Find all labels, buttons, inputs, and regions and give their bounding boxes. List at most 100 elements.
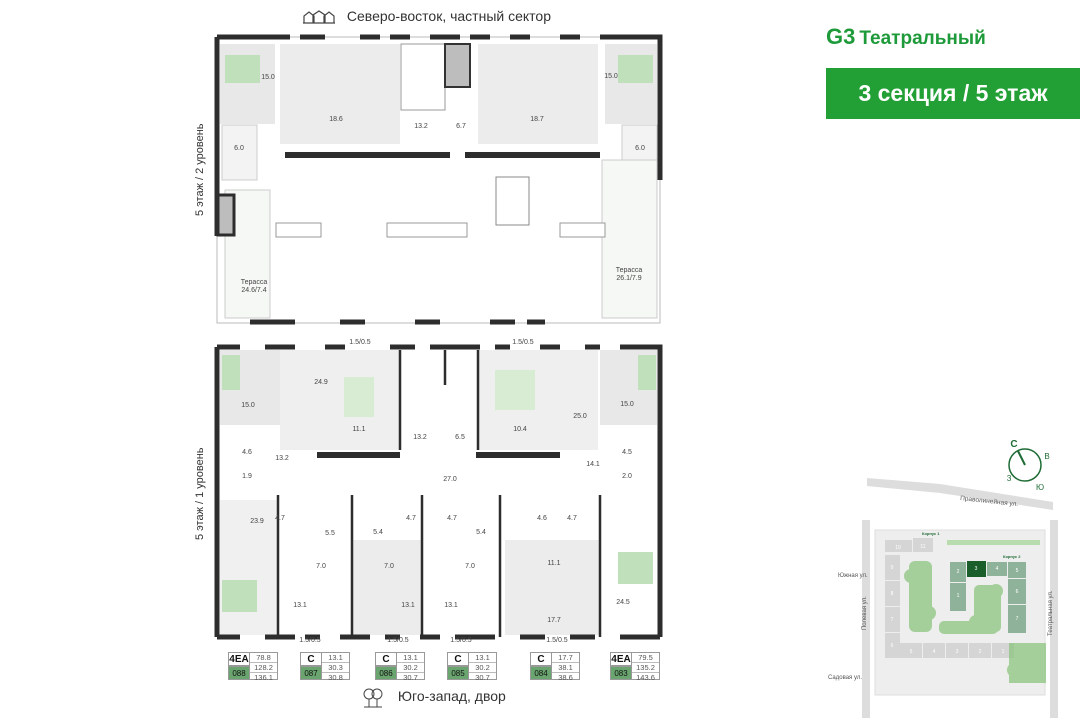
room-area: 4.6 [537, 515, 547, 522]
svg-text:4: 4 [933, 649, 936, 655]
room-area: 1.9 [242, 473, 252, 480]
room-area: 15.0 [241, 402, 255, 409]
room-area: 7.0 [465, 563, 475, 570]
svg-text:С: С [1010, 439, 1017, 450]
svg-text:7: 7 [1016, 616, 1019, 622]
terrace-name: Терасса [616, 267, 643, 274]
room-area: 4.7 [447, 515, 457, 522]
svg-text:Садовая ул.: Садовая ул. [828, 675, 862, 681]
balcony-area: 1.5/0.5 [546, 637, 568, 644]
svg-text:3: 3 [975, 566, 978, 572]
north-orientation: Северо-восток, частный сектор [303, 8, 551, 24]
svg-text:2: 2 [957, 569, 960, 575]
svg-text:3: 3 [956, 649, 959, 655]
room-area: 18.7 [530, 116, 544, 123]
south-label: Юго-запад, двор [397, 687, 506, 704]
apartment-type: С [447, 652, 469, 666]
room-area: 27.0 [443, 476, 457, 483]
svg-text:Театральная ул.: Театральная ул. [1048, 590, 1054, 636]
level-label-upper: 5 этаж / 2 уровень [194, 123, 206, 216]
room-area: 25.0 [573, 413, 587, 420]
svg-text:Корпус 1: Корпус 1 [922, 531, 940, 536]
room-area: 13.2 [413, 434, 427, 441]
room-area: 6.0 [635, 145, 645, 152]
room-area: 5.4 [373, 529, 383, 536]
svg-text:Южная ул.: Южная ул. [838, 573, 868, 579]
room-area: 15.0 [620, 401, 634, 408]
svg-text:Праволинейная ул.: Праволинейная ул. [960, 494, 1019, 508]
room-area: 6.0 [234, 145, 244, 152]
north-label: Северо-восток, частный сектор [346, 8, 551, 24]
room-area: 10.4 [513, 426, 527, 433]
balcony-area: 1.5/0.5 [299, 637, 321, 644]
svg-text:5: 5 [1016, 568, 1019, 574]
terrace-area: 24.6/7.4 [241, 287, 266, 294]
svg-text:7: 7 [891, 617, 894, 623]
section-floor-banner: 3 секция / 5 этаж [826, 68, 1080, 119]
svg-text:8: 8 [891, 591, 894, 597]
room-area: 13.2 [275, 455, 289, 462]
svg-text:4: 4 [996, 566, 999, 572]
room-area: 13.2 [414, 123, 428, 130]
svg-text:Корпус 2: Корпус 2 [1003, 554, 1021, 559]
south-orientation: Юго-запад, двор [362, 686, 506, 708]
house-icon [303, 10, 335, 24]
room-area: 7.0 [316, 563, 326, 570]
room-area: 24.9 [314, 379, 328, 386]
svg-text:10: 10 [895, 545, 901, 551]
svg-text:6: 6 [1016, 589, 1019, 595]
svg-text:Ю: Ю [1036, 483, 1044, 492]
room-area: 7.0 [384, 563, 394, 570]
balcony-area: 1.5/0.5 [512, 339, 534, 346]
terrace-area: 26.1/7.9 [616, 275, 641, 282]
room-area: 15.0 [604, 73, 618, 80]
room-area: 5.4 [476, 529, 486, 536]
room-area: 11.1 [547, 560, 560, 567]
room-area: 17.7 [547, 617, 561, 624]
balcony-area: 1.5/0.5 [450, 637, 472, 644]
room-area: 4.7 [406, 515, 416, 522]
svg-text:1: 1 [957, 593, 960, 599]
room-area: 15.0 [261, 74, 275, 81]
svg-text:6: 6 [891, 643, 894, 649]
apartment-number: 088 [228, 666, 250, 680]
svg-text:2: 2 [979, 649, 982, 655]
room-area: 6.7 [456, 123, 466, 130]
apartment-number: 085 [447, 666, 469, 680]
svg-text:9: 9 [891, 565, 894, 571]
balcony-area: 1.5/0.5 [387, 637, 409, 644]
apartment-type: 4ЕА [610, 652, 632, 666]
room-area: 2.0 [622, 473, 632, 480]
room-area: 13.1 [401, 602, 415, 609]
balcony-area: 1.5/0.5 [349, 339, 371, 346]
room-area: 18.6 [329, 116, 343, 123]
room-area: 13.1 [293, 602, 307, 609]
lower-level-plan: 24.9 15.0 11.1 13.2 6.5 10.4 25.0 15.0 4… [214, 339, 663, 644]
apartment-number: 087 [300, 666, 322, 680]
terrace-name: Терасса [241, 279, 268, 286]
apartment-type: С [375, 652, 397, 666]
apartment-number: 086 [375, 666, 397, 680]
svg-text:Полевая ул.: Полевая ул. [862, 596, 868, 630]
room-area: 13.1 [444, 602, 458, 609]
svg-text:З: З [1007, 474, 1012, 483]
apartment-type: 4ЕА [228, 652, 250, 666]
apartment-type: С [300, 652, 322, 666]
room-area: 4.6 [242, 449, 252, 456]
apartment-number: 083 [610, 666, 632, 680]
svg-text:1: 1 [1002, 649, 1005, 655]
upper-level-plan: 15.0 18.6 13.2 6.7 18.7 15.0 6.0 6.0 Тер… [214, 34, 663, 325]
site-map: С В Ю З Праволинейная ул. Корпус 1 Корпу… [828, 439, 1058, 718]
room-area: 23.9 [250, 518, 264, 525]
compass: С В Ю З [1007, 439, 1050, 492]
svg-text:11: 11 [920, 544, 925, 550]
level-label-lower: 5 этаж / 1 уровень [194, 447, 206, 540]
